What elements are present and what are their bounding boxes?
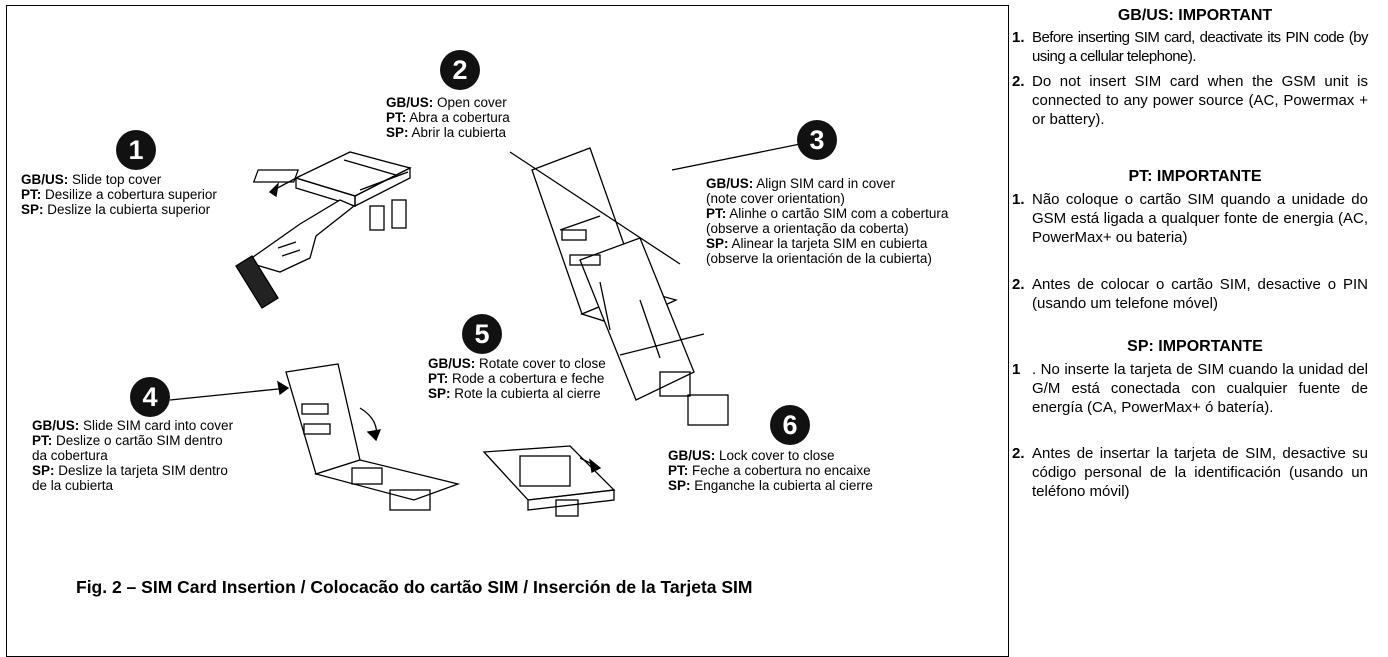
pt-important-heading: PT: IMPORTANTE [1128, 168, 1262, 185]
step-1-number: 1 [116, 130, 156, 170]
step6-sim-holder-illustration [482, 445, 616, 517]
step1-hand-illustration [235, 175, 356, 309]
step-3-number: 3 [797, 120, 837, 160]
sp-note-1: 1 . No inserte la tarjeta de SIM cuando … [1012, 361, 1368, 416]
step4-sim-holder-illustration [169, 363, 461, 511]
step-3-caption: GB/US: Align SIM card in cover (note cov… [706, 176, 949, 266]
sim-insertion-illustrations [169, 139, 821, 517]
step-6-caption: GB/US: Lock cover to close PT: Feche a c… [668, 448, 873, 493]
step-2-number: 2 [440, 50, 480, 90]
gb-important-heading: GB/US: IMPORTANT [1117, 7, 1273, 24]
pt-note-2: 2. Antes de colocar o cartão SIM, desact… [1012, 276, 1368, 312]
sp-important-heading: SP: IMPORTANTE [1127, 338, 1263, 355]
step-4-number: 4 [130, 377, 170, 417]
step-5-caption: GB/US: Rotate cover to close PT: Rode a … [428, 356, 606, 401]
step1-sim-holder-illustration [252, 151, 412, 231]
step-5-number: 5 [462, 314, 502, 354]
step3-sim-holder-illustration [531, 147, 729, 426]
gb-note-2: 2. Do not insert SIM card when the GSM u… [1012, 73, 1368, 128]
step-1-caption: GB/US: Slide top cover PT: Desilize a co… [21, 172, 217, 217]
pt-note-1: 1. Não coloque o cartão SIM quando a uni… [1012, 191, 1368, 246]
sp-note-2: 2. Antes de insertar la tarjeta de SIM, … [1012, 445, 1368, 500]
step-2-caption: GB/US: Open cover PT: Abra a cobertura S… [386, 95, 510, 140]
step-6-number: 6 [770, 405, 810, 445]
step-4-caption: GB/US: Slide SIM card into cover PT: Des… [32, 418, 234, 493]
gb-note-1: 1. Before inserting SIM card, deactivate… [1012, 29, 1369, 65]
figure-title: Fig. 2 – SIM Card Insertion / Colocacão … [76, 577, 753, 597]
